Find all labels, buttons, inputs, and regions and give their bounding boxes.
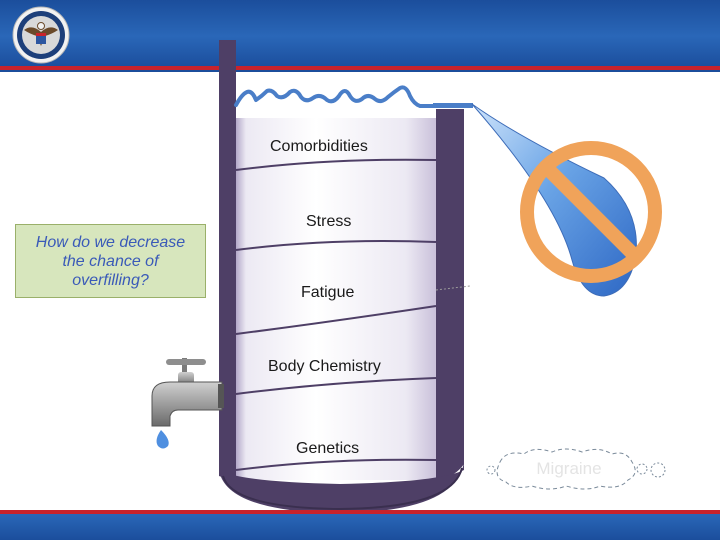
prohibition-sign-icon [520, 141, 662, 283]
water-faucet-icon [151, 358, 224, 449]
barrel-interior [236, 118, 436, 480]
question-box: How do we decrease the chance of overfil… [15, 224, 206, 298]
footer-bar [0, 514, 720, 540]
overflow-water-line [234, 85, 435, 108]
layer-label-stress: Stress [306, 213, 352, 230]
header-blue-stripe [0, 70, 720, 72]
barrel-right-wall [433, 109, 464, 482]
layer-label-comorbidities: Comorbidities [270, 138, 368, 155]
barrel-left-wall [219, 40, 236, 482]
department-seal-icon [12, 6, 70, 64]
question-text: How do we decrease the chance of overfil… [35, 233, 186, 289]
layer-label-body-chemistry: Body Chemistry [268, 358, 381, 375]
layer-label-fatigue: Fatigue [301, 284, 355, 301]
migraine-label: Migraine [536, 459, 602, 478]
layer-label-genetics: Genetics [296, 440, 360, 457]
layer-separator [235, 240, 437, 251]
migraine-cloud [496, 448, 636, 490]
layer-separator [235, 458, 437, 471]
layer-separator [235, 305, 437, 335]
layer-separator [235, 158, 437, 171]
footer-red-stripe [0, 510, 720, 514]
header-bar [0, 0, 720, 66]
header-red-stripe [0, 66, 720, 70]
barrel-bottom [219, 462, 464, 513]
layer-separator [235, 377, 437, 395]
